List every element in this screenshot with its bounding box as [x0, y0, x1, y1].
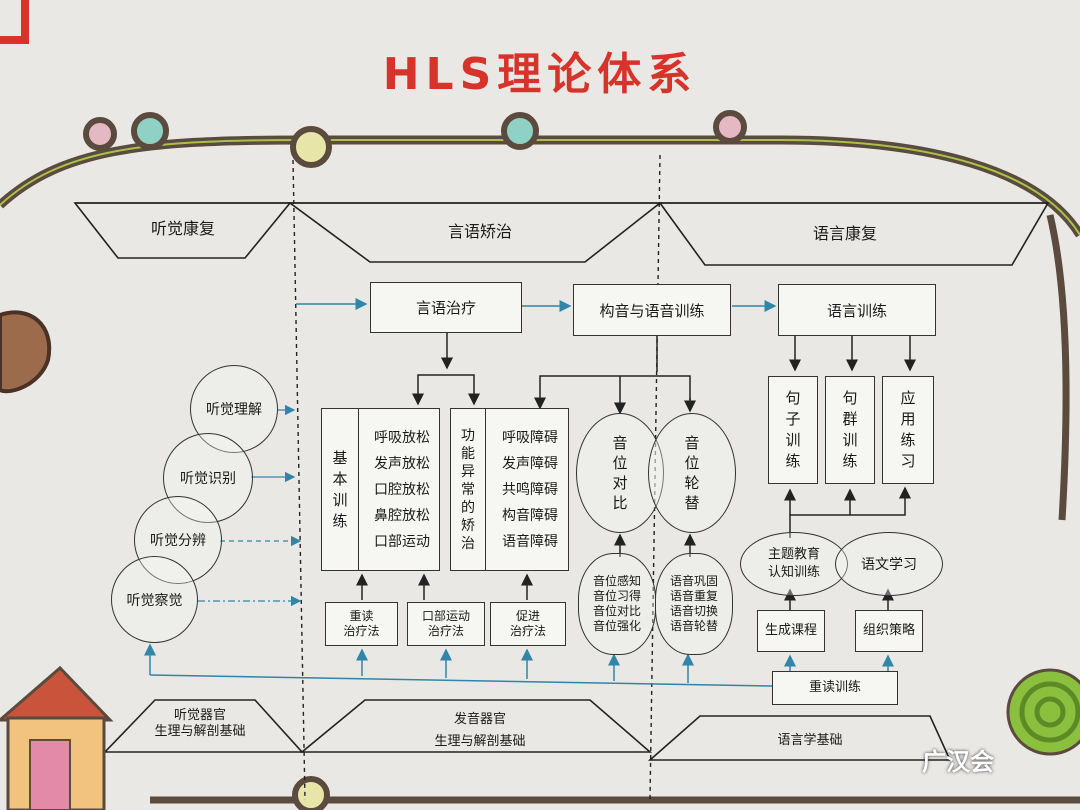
lollipop [1006, 668, 1080, 756]
box-sentence-group-training: 句群训练 [825, 376, 875, 484]
footer-linguistics: 语言学基础 [777, 733, 843, 748]
box-articulation-training: 构音与语音训练 [573, 284, 731, 336]
box-basic-training: 基本训练 [321, 408, 359, 571]
dog-ear [0, 310, 52, 394]
bead [83, 117, 117, 151]
header-language-rehab: 语言康复 [812, 224, 877, 243]
box-language-training: 语言训练 [778, 284, 936, 336]
box-generative-curriculum: 生成课程 [757, 610, 825, 652]
box-speech-therapy: 言语治疗 [370, 282, 522, 333]
footer-vocal-organ: 发音器官 生理与解剖基础 [434, 712, 526, 749]
circle-auditory-detection: 听觉察觉 [111, 556, 198, 643]
track-top-inner [0, 139, 1080, 236]
box-facilitation-method: 促进治疗法 [490, 602, 566, 646]
box-dysfunction-correction: 功能异常的矫治 [450, 408, 486, 571]
bead [292, 776, 330, 810]
box-stress-method: 重读治疗法 [325, 602, 398, 646]
ellipse-alternation-steps: 语音巩固语音重复语音切换语音轮替 [655, 553, 733, 655]
ellipse-chinese-learning: 语文学习 [835, 532, 943, 596]
bead [501, 112, 539, 150]
bead [713, 110, 747, 144]
box-application-practice: 应用练习 [882, 376, 934, 484]
bead [131, 112, 169, 150]
box-relaxation-list: 呼吸放松发声放松口腔放松鼻腔放松口部运动 [358, 408, 440, 571]
box-sentence-training: 句子训练 [768, 376, 818, 484]
ellipse-contrast-steps: 音位感知音位习得音位对比音位强化 [578, 553, 656, 655]
box-disorders-list: 呼吸障碍发声障碍共鸣障碍构音障碍语音障碍 [485, 408, 569, 571]
box-organization-strategy: 组织策略 [855, 610, 923, 652]
track-right [1046, 214, 1070, 521]
box-stress-training: 重读训练 [772, 671, 898, 705]
header-speech-correction: 言语矫治 [447, 222, 512, 241]
box-oral-motor-method: 口部运动治疗法 [407, 602, 485, 646]
header-hearing-rehab: 听觉康复 [150, 219, 215, 238]
watermark-text: 广汉会 [922, 748, 994, 776]
diagram-title: HLS理论体系 [382, 49, 698, 100]
bead [290, 126, 332, 168]
ellipse-theme-education: 主题教育认知训练 [740, 532, 848, 596]
house-roof [0, 665, 114, 722]
footer-hearing-organ: 听觉器官 生理与解剖基础 [154, 708, 246, 739]
circle-phoneme-alternation: 音位轮替 [648, 413, 736, 533]
